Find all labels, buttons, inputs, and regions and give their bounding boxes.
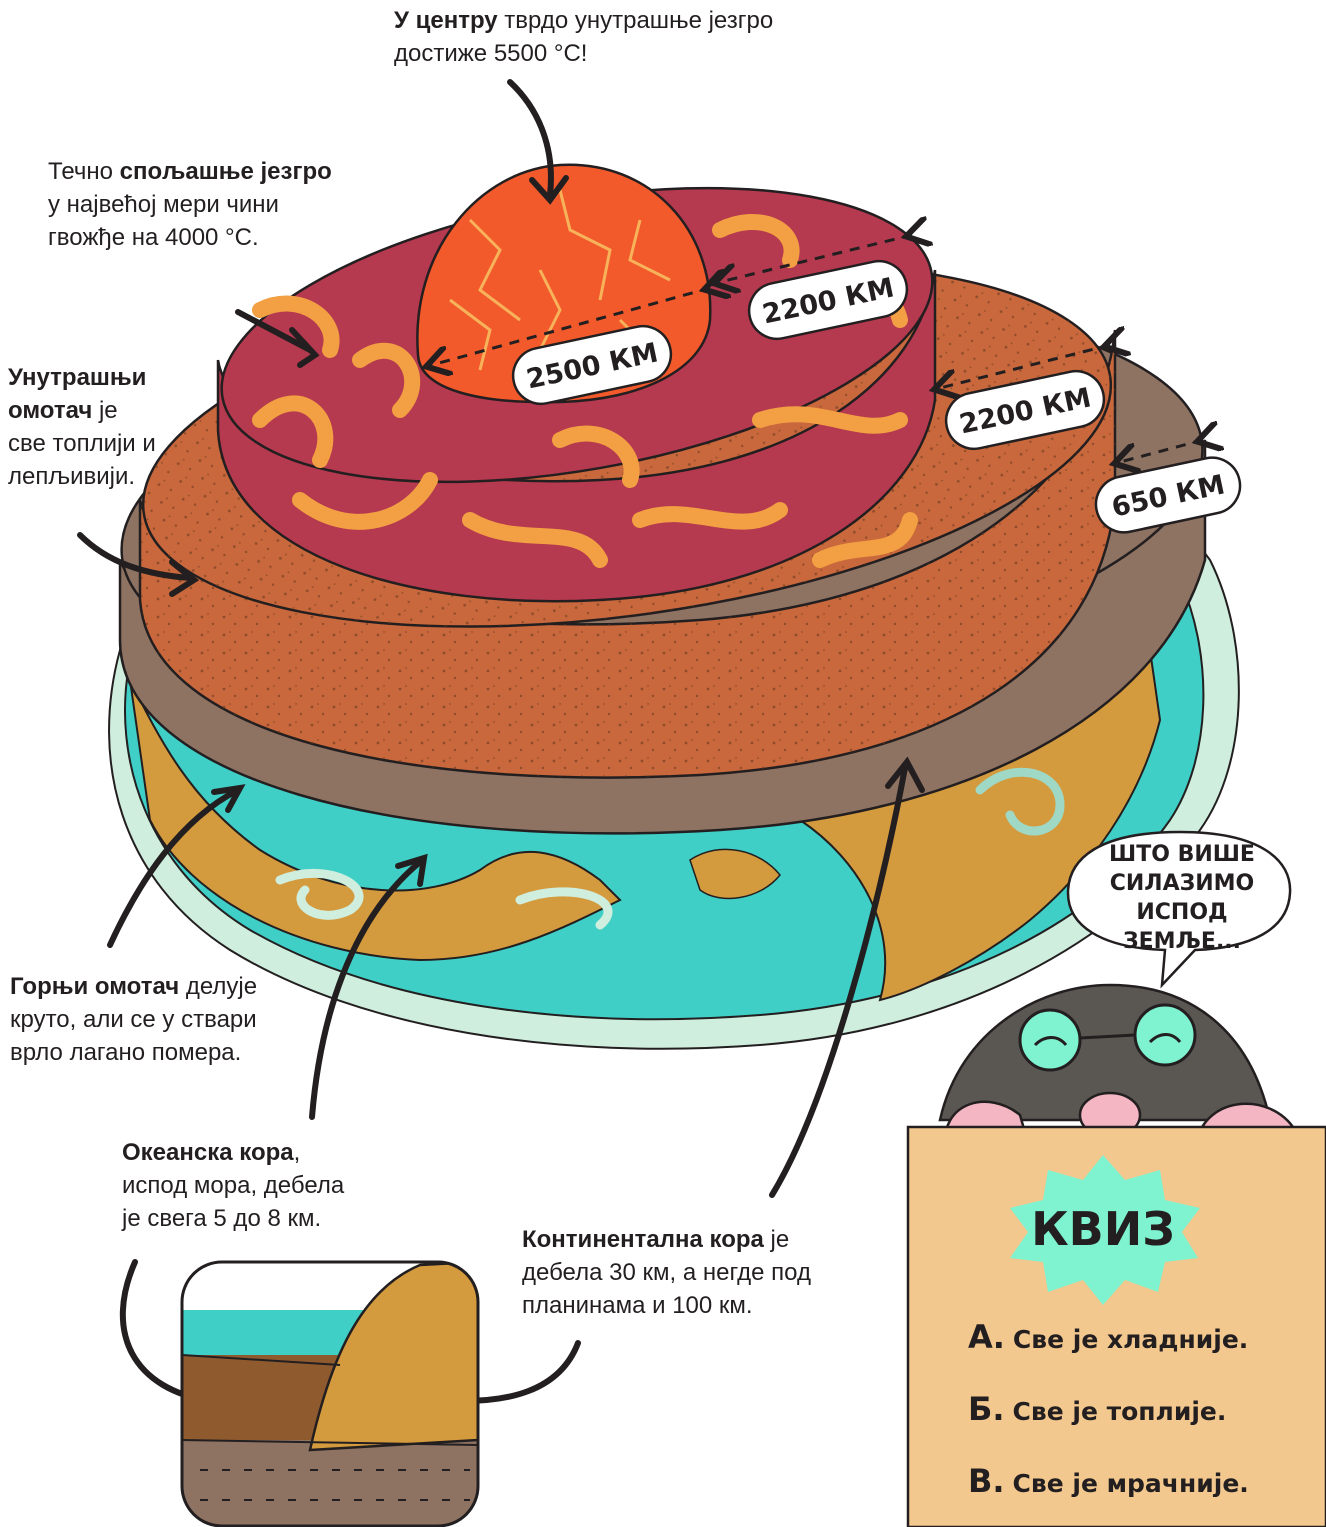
quiz-title: КВИЗ	[1031, 1202, 1175, 1256]
inner-core-label: У центру тврдо унутрашње језгро достиже …	[394, 4, 773, 70]
mole-speech-text: ШТО ВИШЕ СИЛАЗИМО ИСПОД ЗЕМЉЕ...	[1082, 840, 1282, 956]
outer-core-label: Течно спољашње језгро у највећој мери чи…	[48, 155, 332, 254]
quiz-option-b[interactable]: Б.Све је топлије.	[968, 1390, 1226, 1428]
quiz-option-c[interactable]: В.Све је мрачније.	[968, 1462, 1249, 1500]
quiz-option-a[interactable]: А.Све је хладније.	[968, 1318, 1248, 1356]
continental-crust-label: Континентална кора је дебела 30 км, а не…	[522, 1223, 811, 1322]
upper-mantle-label: Горњи омотач делује круто, али се у ства…	[10, 970, 257, 1069]
crust-cross-section-inset	[182, 1262, 478, 1527]
left-glasses-lens	[1020, 1010, 1080, 1070]
oceanic-crust-label: Океанска кора, испод мора, дебела је све…	[122, 1136, 344, 1235]
lower-mantle-label: Унутрашњи омотач је све топлији и лепљив…	[8, 361, 156, 493]
